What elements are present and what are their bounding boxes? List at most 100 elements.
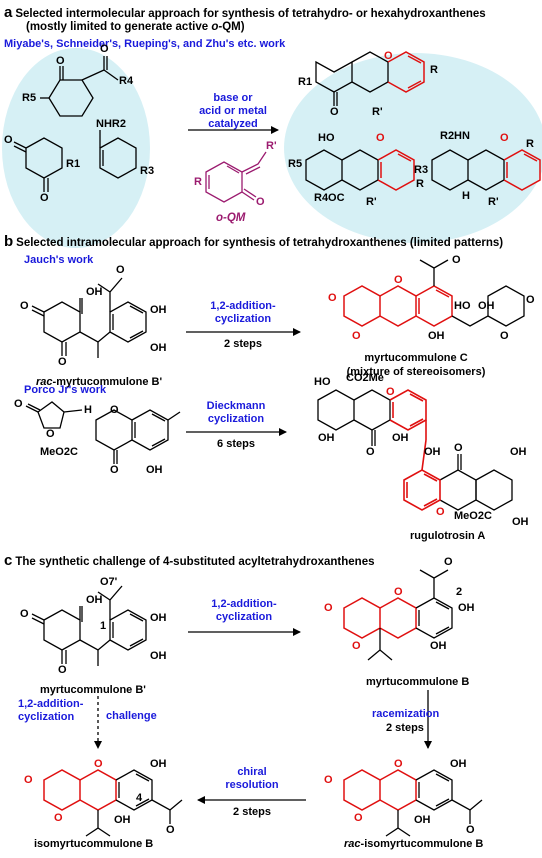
atom-label: O	[394, 586, 403, 598]
atom-label: O	[466, 824, 475, 836]
atom-label: OH	[86, 594, 103, 606]
rac-myrtucommulone-bp-name: rac-myrtucommulone B'	[36, 376, 163, 388]
atom-label: O7'	[100, 576, 118, 588]
atom-label: R4	[119, 75, 134, 87]
rugulotrosin-name: rugulotrosin A	[410, 530, 486, 542]
atom-label: OH	[318, 432, 335, 444]
arrow2-label: 1,2-addition-cyclization	[18, 698, 84, 723]
atom-label: CO2Me	[346, 372, 384, 384]
atom-label: O	[376, 132, 385, 144]
atom-label: R5	[288, 158, 303, 170]
diketone-structure	[40, 56, 119, 117]
atom-label: 4	[136, 792, 143, 804]
atom-label: O	[58, 664, 67, 676]
atom-label: OH	[150, 650, 167, 662]
atom-label: O	[354, 812, 363, 824]
atom-label: OH	[150, 612, 167, 624]
atom-label: R3	[414, 164, 429, 176]
atom-label: MeO2C	[454, 510, 492, 522]
atom-label: R'	[372, 106, 383, 118]
atom-label: O	[454, 442, 463, 454]
product-2-structure	[305, 149, 379, 191]
atom-label: OH	[424, 446, 441, 458]
isomyrtucommulone-b-name: isomyrtucommulone B	[34, 838, 154, 850]
section-a-subtitle: (mostly limited to generate active o-QM)	[26, 21, 245, 33]
myrtucommulone-bp-structure	[31, 585, 147, 666]
atom-label: HO	[318, 132, 335, 144]
myrtucommulone-b-name: myrtucommulone B	[366, 676, 470, 688]
porco-label: Porco Jr's work	[24, 384, 107, 396]
atom-label: R'	[366, 196, 377, 208]
atom-label: O	[4, 134, 13, 146]
atom-label: H	[462, 190, 470, 202]
atom-label: O	[394, 274, 403, 286]
jauch-label: Jauch's work	[24, 254, 94, 266]
atom-label: O	[100, 43, 109, 55]
atom-label: R	[430, 64, 438, 76]
atom-label: R	[526, 138, 534, 150]
atom-label: O	[54, 812, 63, 824]
atom-label: O	[166, 824, 175, 836]
atom-label: NHR2	[96, 118, 126, 130]
atom-label: O	[330, 106, 339, 118]
challenge-label: challenge	[106, 710, 157, 722]
atom-label: OH	[414, 814, 431, 826]
jauch-arrow-steps: 2 steps	[224, 338, 262, 350]
cyclohexanedione-structure	[13, 137, 63, 192]
atom-label: R'	[266, 140, 277, 152]
atom-label: HO	[314, 376, 331, 388]
enamine-structure	[99, 130, 137, 179]
myrtucommulone-c-structure	[343, 285, 453, 327]
chiral-steps: 2 steps	[233, 806, 271, 818]
atom-label: R3	[140, 165, 155, 177]
atom-label: O	[500, 330, 509, 342]
atom-label: R1	[66, 158, 81, 170]
atom-label: OH	[512, 516, 529, 528]
atom-label: R4OC	[314, 192, 345, 204]
atom-label: O	[444, 556, 453, 568]
reactants-bubble	[2, 48, 150, 248]
oqm-structure	[205, 151, 267, 203]
product-3-structure	[431, 149, 505, 191]
atom-label: O	[324, 602, 333, 614]
atom-label: O	[352, 640, 361, 652]
oqm-label: o-QM	[216, 212, 246, 224]
atom-label: O	[56, 55, 65, 67]
porco-arrow-steps: 6 steps	[217, 438, 255, 450]
atom-label: OH	[450, 758, 467, 770]
atom-label: R	[194, 176, 202, 188]
atom-label: O	[20, 300, 29, 312]
atom-label: R5	[22, 92, 37, 104]
atom-label: O	[386, 386, 395, 398]
atom-label: O	[384, 50, 393, 62]
atom-label: R'	[488, 196, 499, 208]
myrtucommulone-c-note: (mixture of stereoisomers)	[346, 366, 486, 378]
atom-label: OH	[150, 342, 167, 354]
atom-label: O	[436, 506, 445, 518]
atom-label: R1	[298, 76, 313, 88]
atom-label: O	[394, 758, 403, 770]
atom-label: OH	[392, 432, 409, 444]
atom-label: MeO2C	[40, 446, 78, 458]
atom-label: HO	[454, 300, 471, 312]
atom-label: O	[20, 608, 29, 620]
atom-label: O	[24, 774, 33, 786]
atom-label: OH	[510, 446, 527, 458]
atom-label: OH	[86, 286, 103, 298]
atom-label: OH	[430, 640, 447, 652]
atom-label: OH	[150, 758, 167, 770]
porco-precursor-structure	[25, 401, 181, 464]
atom-label: H	[84, 404, 92, 416]
atom-label: O	[14, 398, 23, 410]
atom-label: O	[46, 428, 55, 440]
racemization-label: racemization	[372, 708, 440, 720]
myrtucommulone-c-name: myrtucommulone C	[364, 352, 468, 364]
atom-label: O	[94, 758, 103, 770]
